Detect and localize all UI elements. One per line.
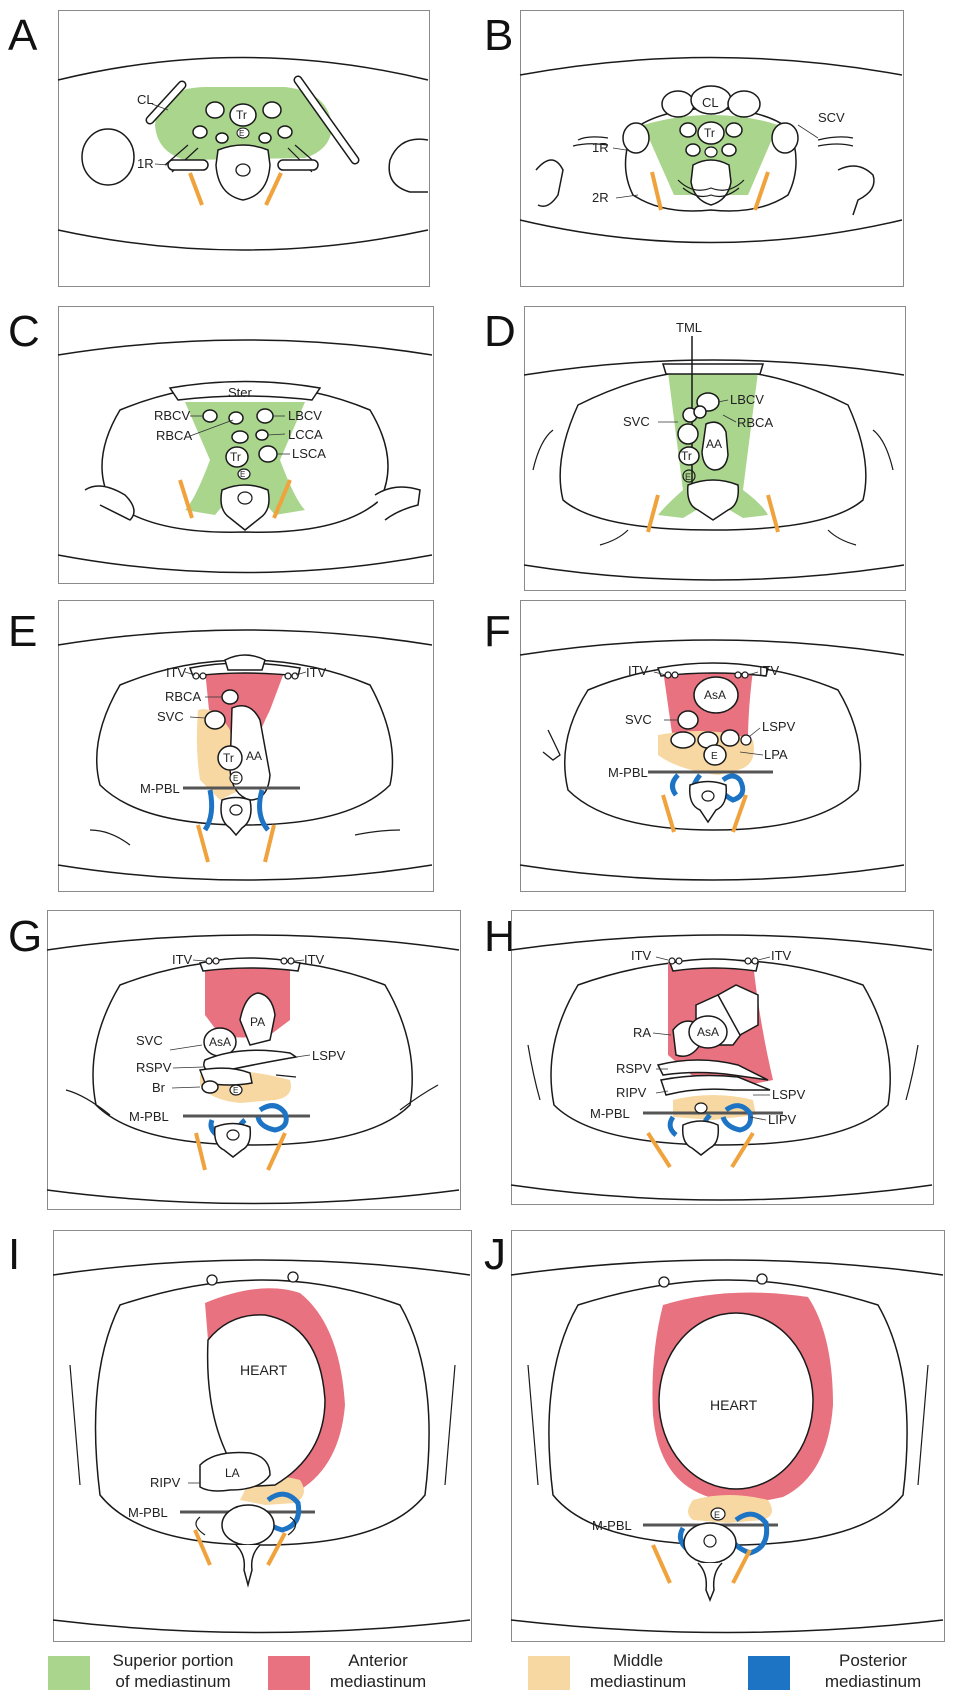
label-tr: Tr [704,126,715,140]
panel-h-diagram: ITV ITV RA AsA RSPV LSPV RIPV LIPV M-PBL [478,905,957,1225]
panel-d-diagram: TML LBCV SVC RBCA Tr AA E [478,300,957,600]
label-mpbl: M-PBL [140,781,180,796]
label-rbca: RBCA [156,428,192,443]
panel-b: B CL SCV 1R 2R Tr [478,0,957,300]
label-lspv: LSPV [312,1048,346,1063]
panel-b-diagram: CL SCV 1R 2R Tr [478,0,957,300]
label-e: E [711,751,718,762]
label-svc: SVC [623,414,650,429]
label-rbca: RBCA [737,415,773,430]
label-itv-left: ITV [631,948,652,963]
label-tr: Tr [236,108,247,122]
panel-e: E ITV ITV RBCA SVC Tr AA E [0,600,480,905]
legend-label: Anterior mediastinum [318,1650,438,1692]
label-rbcv: RBCV [154,408,190,423]
panel-j: J HEART E M-PBL [478,1225,957,1645]
panel-g-diagram: ITV ITV SVC AsA PA RSPV LSPV Br E M-PBL [0,905,480,1225]
panel-i: I HEART LA RIPV M-PBL [0,1225,480,1645]
label-mpbl: M-PBL [129,1109,169,1124]
label-mpbl: M-PBL [590,1106,630,1121]
legend-label: Middle mediastinum [578,1650,698,1692]
label-cl: CL [137,92,154,107]
label-lsca: LSCA [292,446,326,461]
label-e: E [233,774,238,783]
label-tr: Tr [230,450,241,464]
legend-item-superior: Superior portion of mediastinum [48,1650,258,1696]
label-br: Br [152,1080,166,1095]
swatch-anterior [268,1656,310,1690]
label-1r: 1R [592,140,609,155]
swatch-middle [528,1656,570,1690]
panel-a: A CL 1R Tr E [0,0,480,300]
panel-f-diagram: ITV ITV AsA SVC LSPV LPA E M-PBL [478,600,957,905]
panel-a-diagram: CL 1R Tr E [0,0,480,300]
legend-label: Posterior mediastinum [798,1650,948,1692]
label-ripv: RIPV [616,1085,647,1100]
label-itv-right: ITV [306,665,327,680]
label-svc: SVC [625,712,652,727]
label-lpa: LPA [764,747,788,762]
label-heart: HEART [240,1362,288,1378]
label-e: E [233,1086,238,1095]
panel-g: G ITV ITV SVC AsA P [0,905,480,1225]
label-scv: SCV [818,110,845,125]
label-lbcv: LBCV [288,408,322,423]
panel-f: F ITV ITV AsA SVC LSPV [478,600,957,905]
label-itv-right: ITV [759,663,780,678]
label-lbcv: LBCV [730,392,764,407]
label-e: E [714,1510,720,1520]
label-asa: AsA [209,1035,231,1049]
label-mpbl: M-PBL [592,1518,632,1533]
label-mpbl: M-PBL [608,765,648,780]
label-asa: AsA [697,1025,719,1039]
label-pa: PA [250,1015,265,1029]
label-lcca: LCCA [288,427,323,442]
label-heart: HEART [710,1397,758,1413]
panel-e-diagram: ITV ITV RBCA SVC Tr AA E M-PBL [0,600,480,905]
label-lspv: LSPV [762,719,796,734]
label-itv-right: ITV [304,952,325,967]
label-tml: TML [676,320,702,335]
panel-c: C Ster RBCV RBCA LBCV LCCA LSCA Tr E [0,300,480,600]
label-ripv: RIPV [150,1475,181,1490]
label-aa: AA [706,437,722,451]
legend-item-posterior: Posterior mediastinum [748,1650,953,1696]
label-2r: 2R [592,190,609,205]
label-itv-left: ITV [172,952,193,967]
label-rspv: RSPV [136,1060,172,1075]
label-svc: SVC [136,1033,163,1048]
panel-h: H ITV ITV RA AsA RS [478,905,957,1225]
label-lspv: LSPV [772,1087,806,1102]
legend-item-middle: Middle mediastinum [528,1650,728,1696]
swatch-superior [48,1656,90,1690]
panel-d: D TML LBCV SVC RBCA Tr AA E [478,300,957,600]
label-la: LA [225,1466,240,1480]
legend-label: Superior portion of mediastinum [98,1650,248,1692]
label-e: E [240,470,245,479]
legend: Superior portion of mediastinum Anterior… [0,1650,957,1696]
label-e: E [239,129,244,138]
label-itv-left: ITV [166,665,187,680]
label-mpbl: M-PBL [128,1505,168,1520]
panel-j-diagram: HEART E M-PBL [478,1225,957,1645]
label-tr: Tr [223,751,234,765]
label-cl: CL [702,95,719,110]
panel-i-diagram: HEART LA RIPV M-PBL [0,1225,480,1645]
label-ra: RA [633,1025,651,1040]
label-lipv: LIPV [768,1112,797,1127]
label-1r: 1R [137,156,154,171]
label-itv-left: ITV [628,663,649,678]
label-svc: SVC [157,709,184,724]
label-aa: AA [246,749,262,763]
legend-item-anterior: Anterior mediastinum [268,1650,468,1696]
label-rbca: RBCA [165,689,201,704]
swatch-posterior [748,1656,790,1690]
label-rspv: RSPV [616,1061,652,1076]
label-tr: Tr [681,449,692,463]
label-ster: Ster [228,385,253,400]
label-itv-right: ITV [771,948,792,963]
panel-c-diagram: Ster RBCV RBCA LBCV LCCA LSCA Tr E [0,300,480,600]
label-asa: AsA [704,688,726,702]
